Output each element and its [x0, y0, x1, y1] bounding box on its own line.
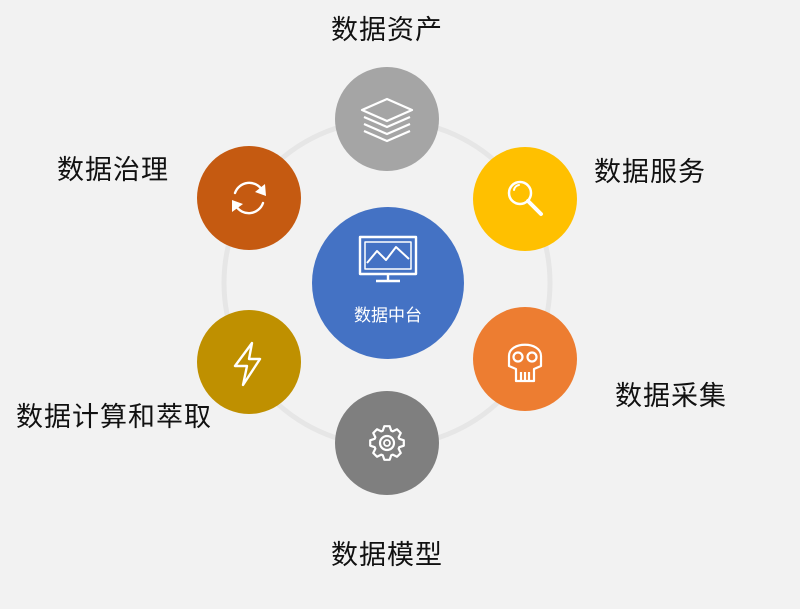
- node-data-collection[interactable]: [473, 307, 577, 411]
- lightning-icon: [233, 341, 262, 387]
- node-data-assets-circle: [335, 67, 439, 171]
- node-data-model-circle: [335, 391, 439, 495]
- label-data-assets: 数据资产: [331, 15, 443, 46]
- node-data-service-circle: [473, 147, 577, 251]
- node-data-governance-circle: [197, 146, 301, 250]
- magnifier-icon: [507, 180, 543, 216]
- node-data-service[interactable]: [473, 147, 577, 251]
- node-data-model[interactable]: [335, 391, 439, 495]
- label-data-service: 数据服务: [594, 157, 706, 188]
- refresh-cycle-icon: [232, 181, 266, 215]
- label-data-collection: 数据采集: [615, 381, 727, 412]
- skull-icon: [507, 343, 543, 383]
- node-data-collection-circle: [473, 307, 577, 411]
- label-data-compute-extract: 数据计算和萃取: [16, 402, 212, 433]
- monitor-chart-icon: [358, 235, 418, 283]
- node-data-governance[interactable]: [197, 146, 301, 250]
- center-label: 数据中台: [354, 306, 422, 326]
- center-circle: [312, 207, 464, 359]
- node-data-middle-platform[interactable]: 数据中台: [312, 207, 464, 359]
- gear-icon: [369, 425, 405, 461]
- label-data-governance: 数据治理: [57, 155, 169, 186]
- label-data-model: 数据模型: [331, 540, 443, 571]
- node-data-compute-extract[interactable]: [197, 310, 301, 414]
- node-data-compute-extract-circle: [197, 310, 301, 414]
- node-data-assets[interactable]: [335, 67, 439, 171]
- stacked-layers-icon: [360, 97, 414, 143]
